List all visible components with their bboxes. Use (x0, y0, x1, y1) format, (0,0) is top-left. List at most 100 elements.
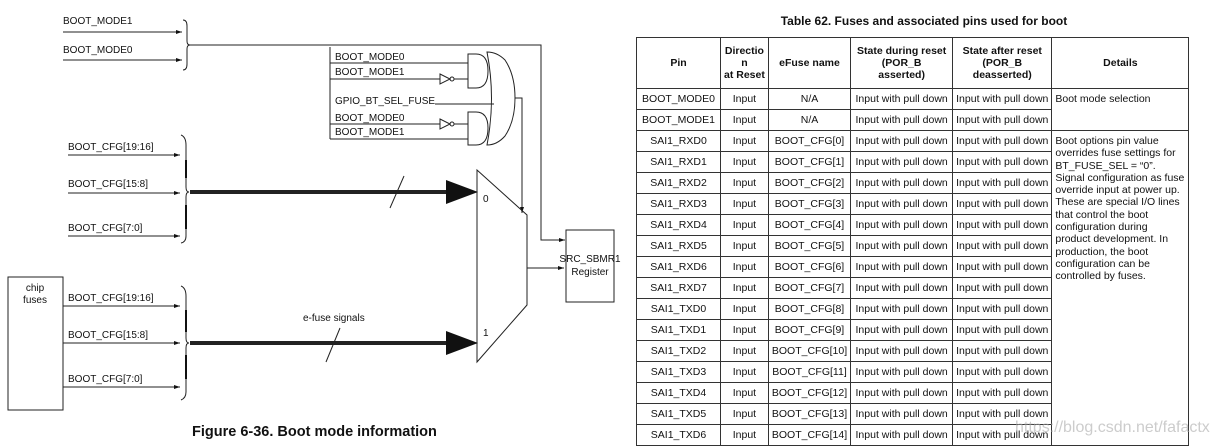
table-cell: Input with pull down (850, 256, 954, 278)
table-cell: Input with pull down (850, 361, 954, 383)
table-cell: Input with pull down (850, 109, 954, 131)
cfg-label: BOOT_CFG[19:16] (68, 293, 154, 304)
gate-label: BOOT_MODE0 (335, 113, 405, 124)
table-cell: Input (720, 319, 769, 341)
table-cell: BOOT_CFG[2] (767, 172, 852, 194)
table-cell: BOOT_CFG[10] (767, 340, 852, 362)
table-cell: Input (720, 340, 769, 362)
table-cell: SAI1_RXD6 (636, 256, 721, 278)
cfg-label: BOOT_CFG[15:8] (68, 179, 148, 190)
table-cell: Input with pull down (952, 277, 1053, 299)
table-cell: Input with pull down (850, 151, 954, 173)
table-cell: Input with pull down (850, 298, 954, 320)
table-cell: Input with pull down (952, 172, 1053, 194)
chip-fuses-label: chip (26, 283, 45, 294)
table-cell: N/A (767, 109, 852, 131)
table-cell: SAI1_RXD0 (636, 130, 721, 152)
table-cell: Input with pull down (952, 151, 1053, 173)
table-cell: BOOT_CFG[6] (767, 256, 852, 278)
register-label: SRC_SBMR1 (559, 254, 621, 265)
mux-input-0: 0 (483, 194, 489, 205)
header-line: eFuse name (779, 57, 840, 69)
table-cell: Input (720, 109, 769, 131)
header-line: State after reset (962, 45, 1042, 57)
table-cell: Input with pull down (850, 424, 954, 446)
chip-fuses-label: fuses (23, 295, 47, 306)
table-cell: Input with pull down (850, 319, 954, 341)
table-cell: Input with pull down (850, 340, 954, 362)
table-cell: BOOT_CFG[12] (767, 382, 852, 404)
header-line: Details (1103, 57, 1138, 69)
table-cell: BOOT_CFG[4] (767, 214, 852, 236)
table-cell: Input (720, 151, 769, 173)
table-cell: BOOT_CFG[14] (767, 424, 852, 446)
table-cell: BOOT_MODE0 (636, 88, 721, 110)
table-cell: Input (720, 382, 769, 404)
label-boot-mode1: BOOT_MODE1 (63, 16, 133, 27)
header-line: asserted) (878, 69, 925, 81)
table-cell: Input (720, 193, 769, 215)
table-cell: Input with pull down (850, 172, 954, 194)
table-cell: Input (720, 88, 769, 110)
table-cell: BOOT_CFG[13] (767, 403, 852, 425)
table-cell: Input with pull down (952, 361, 1053, 383)
table-cell: Input (720, 424, 769, 446)
header-line: Pin (670, 57, 687, 69)
mux-input-1: 1 (483, 328, 489, 339)
table-cell: Input (720, 256, 769, 278)
table-cell: Input with pull down (952, 130, 1053, 152)
gate-label: BOOT_MODE1 (335, 127, 405, 138)
table-cell: Input with pull down (850, 235, 954, 257)
details-cell: Boot mode selection (1051, 88, 1190, 131)
table-cell: BOOT_CFG[0] (767, 130, 852, 152)
table-cell: BOOT_CFG[1] (767, 151, 852, 173)
details-cell: Boot options pin value overrides fuse se… (1051, 130, 1190, 446)
table-cell: Input with pull down (952, 382, 1053, 404)
cfg-label: BOOT_CFG[19:16] (68, 142, 154, 153)
table-cell: Input with pull down (850, 88, 954, 110)
table-cell: Input (720, 298, 769, 320)
header-line: (POR_B (982, 57, 1023, 69)
table-cell: SAI1_TXD4 (636, 382, 721, 404)
table-cell: SAI1_TXD6 (636, 424, 721, 446)
column-header: Details (1051, 37, 1190, 89)
table-cell: Input (720, 214, 769, 236)
table-cell: N/A (767, 88, 852, 110)
gate-label: BOOT_MODE0 (335, 52, 405, 63)
table-cell: SAI1_RXD5 (636, 235, 721, 257)
table-cell: Input with pull down (850, 130, 954, 152)
table-cell: Input with pull down (952, 319, 1053, 341)
table-cell: Input with pull down (952, 256, 1053, 278)
table-cell: Input with pull down (952, 214, 1053, 236)
table-cell: SAI1_TXD5 (636, 403, 721, 425)
header-line: n (741, 57, 748, 69)
cfg-label: BOOT_CFG[15:8] (68, 330, 148, 341)
table-cell: SAI1_RXD3 (636, 193, 721, 215)
header-line: (POR_B (881, 57, 922, 69)
table-cell: SAI1_TXD3 (636, 361, 721, 383)
gate-label: BOOT_MODE1 (335, 67, 405, 78)
table-cell: Input (720, 361, 769, 383)
table-cell: Input with pull down (952, 340, 1053, 362)
label-boot-mode0: BOOT_MODE0 (63, 45, 133, 56)
cfg-label: BOOT_CFG[7:0] (68, 223, 143, 234)
table-cell: BOOT_CFG[3] (767, 193, 852, 215)
table-cell: Input with pull down (850, 214, 954, 236)
table-cell: SAI1_RXD2 (636, 172, 721, 194)
table-cell: BOOT_CFG[5] (767, 235, 852, 257)
table-cell: Input (720, 172, 769, 194)
table-cell: SAI1_TXD1 (636, 319, 721, 341)
efuse-signals-label: e-fuse signals (303, 313, 365, 324)
table-cell: BOOT_CFG[11] (767, 361, 852, 383)
table-cell: Input (720, 403, 769, 425)
